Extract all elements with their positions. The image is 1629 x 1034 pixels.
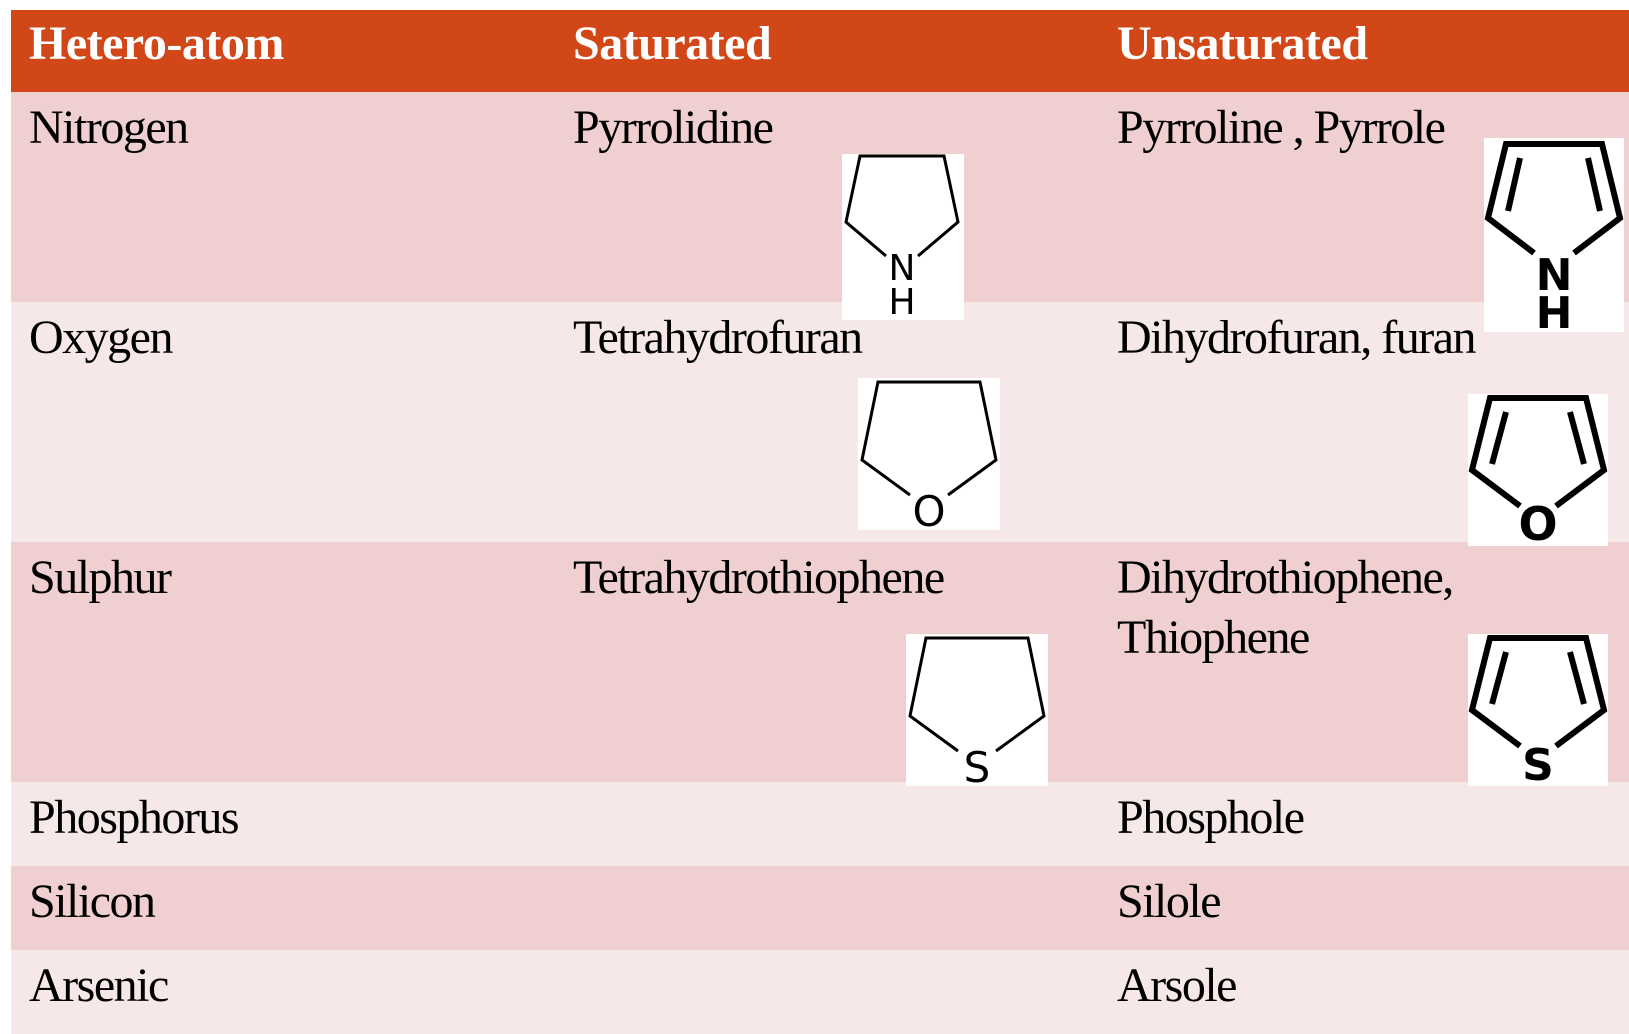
pyrrole-svg: N H — [1484, 141, 1624, 332]
heteroatom-table: Hetero-atom Saturated Unsaturated Nitrog… — [11, 10, 1629, 1034]
header-heteroatom: Hetero-atom — [29, 17, 284, 70]
unsaturated-cell: Phosphole — [1117, 791, 1305, 844]
unsaturated-cell: Arsole — [1117, 959, 1237, 1012]
thiophene-s-label: S — [1522, 740, 1554, 786]
header-saturated: Saturated — [573, 17, 772, 70]
unsaturated-cell: Dihydrofuran, furan — [1117, 311, 1477, 364]
table-row: Phosphorus Phosphole — [11, 782, 1629, 866]
saturated-cell — [573, 950, 1093, 1034]
atom-cell: Nitrogen — [29, 101, 189, 154]
saturated-cell: Pyrrolidine — [573, 101, 774, 154]
thf-o-label: O — [912, 487, 945, 530]
pyrrole-n-label: N — [1536, 250, 1573, 301]
furan-structure: O — [1468, 394, 1608, 546]
saturated-cell: Tetrahydrofuran — [573, 311, 863, 364]
pyrrolidine-structure: N H — [842, 154, 964, 320]
pyrrole-structure: N H — [1484, 138, 1624, 332]
pyrrole-h-label: H — [1536, 288, 1573, 332]
tetrahydrothiophene-structure: S — [906, 634, 1048, 786]
tht-s-label: S — [964, 743, 991, 786]
saturated-cell: Tetrahydrothiophene — [573, 551, 945, 604]
atom-cell: Oxygen — [29, 311, 173, 364]
furan-svg: O — [1468, 395, 1608, 546]
tetrahydrofuran-structure: O — [858, 378, 1000, 530]
table-row: Oxygen Tetrahydrofuran Dihydrofuran, fur… — [11, 302, 1629, 542]
table-row: Silicon Silole — [11, 866, 1629, 950]
saturated-cell — [573, 866, 1093, 950]
pyrrolidine-n-label: N — [889, 248, 916, 289]
unsaturated-cell: Dihydrothiophene, Thiophene — [1117, 551, 1454, 664]
table-row: Sulphur Tetrahydrothiophene Dihydrothiop… — [11, 542, 1629, 782]
unsaturated-cell: Pyrroline , Pyrrole — [1117, 101, 1446, 154]
unsaturated-cell: Silole — [1117, 875, 1222, 928]
tetrahydrofuran-svg: O — [860, 380, 998, 530]
pyrrolidine-h-label: H — [888, 282, 915, 320]
thiophene-svg: S — [1468, 635, 1608, 786]
table-row: Arsenic Arsole — [11, 950, 1629, 1034]
table-header-row: Hetero-atom Saturated Unsaturated — [11, 10, 1629, 92]
table-row: Nitrogen Pyrrolidine Pyrroline , Pyrrole — [11, 92, 1629, 302]
saturated-cell — [573, 782, 1093, 866]
furan-o-label: O — [1518, 497, 1557, 546]
atom-cell: Arsenic — [29, 959, 169, 1012]
thiophene-structure: S — [1468, 634, 1608, 786]
atom-cell: Silicon — [29, 875, 156, 928]
atom-cell: Sulphur — [29, 551, 172, 604]
header-unsaturated: Unsaturated — [1117, 17, 1368, 70]
tetrahydrothiophene-svg: S — [908, 636, 1046, 786]
atom-cell: Phosphorus — [29, 791, 240, 844]
pyrrolidine-svg: N H — [844, 154, 960, 320]
